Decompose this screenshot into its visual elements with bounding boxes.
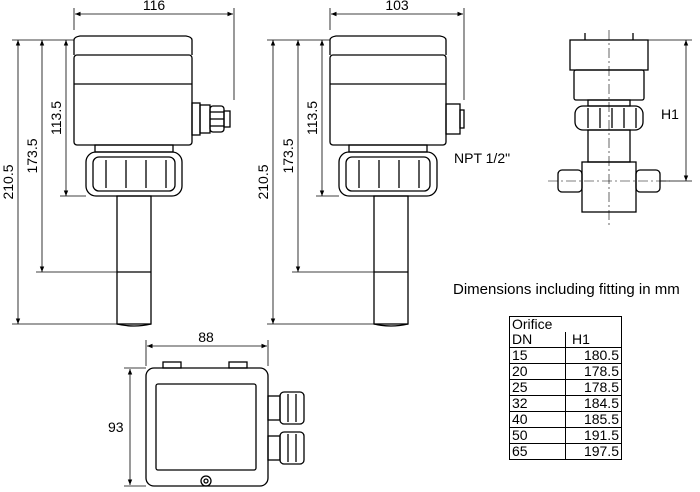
side-union-nut: [338, 151, 438, 197]
dim-height-mid-side: 173.5: [280, 138, 296, 173]
top-window: [155, 383, 257, 471]
table-cell-dn: 15: [509, 347, 566, 364]
top-screw: [200, 475, 212, 487]
table-header-row: Orifice: [509, 316, 622, 332]
dim-width-top: 88: [198, 329, 214, 345]
side-gland-stub: [445, 103, 461, 135]
front-housing: [73, 54, 193, 146]
table-cell-h1: 184.5: [565, 395, 622, 412]
table-cell-h1: 180.5: [565, 347, 622, 364]
side-housing: [329, 54, 447, 146]
table-cell-dn: 25: [509, 379, 566, 396]
dim-height-mid-front: 173.5: [24, 138, 40, 173]
dim-height-top: 93: [108, 419, 124, 435]
table-cell-dn: 65: [509, 443, 566, 460]
front-view: [12, 8, 235, 327]
table-cell-dn: 50: [509, 427, 566, 444]
fitting-view: [548, 30, 692, 226]
side-view: [267, 8, 465, 327]
front-lid: [73, 35, 193, 55]
table-cell-dn: 32: [509, 395, 566, 412]
dim-height-head-front: 113.5: [48, 101, 64, 135]
top-housing: [145, 367, 269, 487]
table-header-orifice: Orifice: [509, 316, 622, 332]
table-header-row: DN H1: [509, 332, 622, 348]
table-header-dn: DN: [509, 332, 566, 348]
dim-width-side: 103: [385, 0, 409, 13]
top-view: [124, 340, 305, 487]
table-cell-h1: 185.5: [565, 411, 622, 428]
dimensions-caption: Dimensions including fitting in mm: [453, 281, 680, 298]
top-cable-glands: [267, 391, 305, 465]
table-cell-h1: 197.5: [565, 443, 622, 460]
table-cell-h1: 178.5: [565, 363, 622, 380]
table-cell-h1: 178.5: [565, 379, 622, 396]
dim-fitting-height: H1: [661, 106, 679, 122]
dim-width-front: 116: [143, 0, 166, 13]
side-probe: [373, 195, 409, 325]
thread-label: NPT 1/2": [454, 150, 510, 166]
dim-height-head-side: 113.5: [304, 101, 320, 135]
front-probe: [116, 195, 152, 325]
front-union-nut: [85, 151, 183, 197]
table-cell-dn: 40: [509, 411, 566, 428]
table-header-h1: H1: [565, 332, 622, 348]
dim-height-total-side: 210.5: [255, 164, 271, 199]
table-cell-dn: 20: [509, 363, 566, 380]
table-cell-h1: 191.5: [565, 427, 622, 444]
dim-height-total-front: 210.5: [0, 164, 16, 199]
front-cable-gland: [191, 102, 231, 136]
